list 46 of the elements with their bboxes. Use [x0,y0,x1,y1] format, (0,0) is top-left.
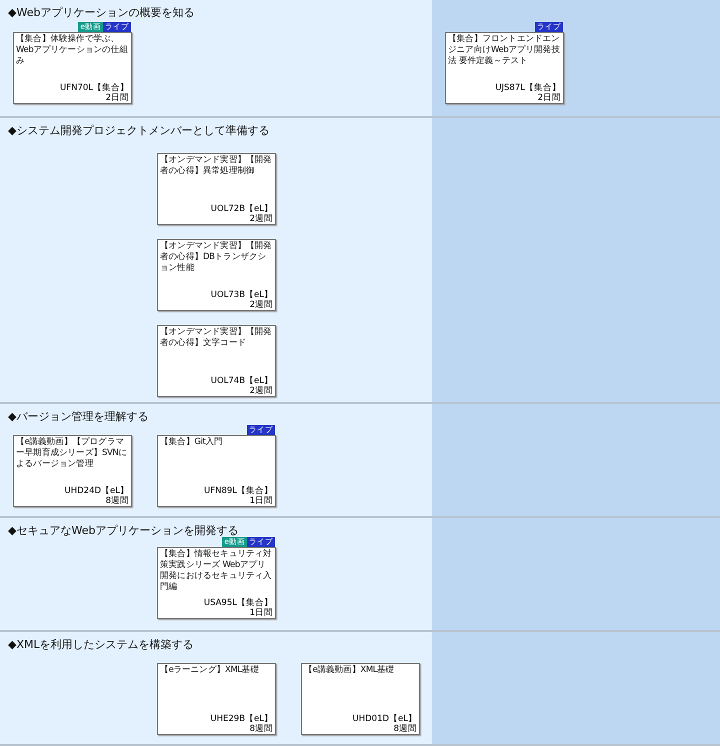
course-title: 【オンデマンド実習】【開発者の心得】文字コード [160,327,273,349]
course-title: 【オンデマンド実習】【開発者の心得】DBトランザクション性能 [160,241,273,274]
course-title: 【集合】フロントエンドエンジニア向けWebアプリ開発技法 要件定義～テスト [448,34,561,67]
course-title: 【集合】Git入門 [160,437,224,448]
course-code: UHE29B【eL】 [210,714,273,724]
course-code: UHD01D【eL】 [352,714,417,724]
course-code: USA95L【集合】 [204,598,273,608]
section-band [0,518,720,632]
section-band [0,404,720,518]
section-heading: ◆Webアプリケーションの概要を知る [8,5,194,20]
course-title: 【集合】情報セキュリティ対策実践シリーズ Webアプリ開発におけるセキュリティ入門編 [160,549,273,593]
course-duration: 2日間 [538,93,561,103]
course-code: UJS87L【集合】 [495,83,561,93]
course-code: UFN70L【集合】 [60,83,129,93]
course-card [157,153,276,225]
course-title: 【オンデマンド実習】【開発者の心得】異常処理制御 [160,155,273,177]
course-card [157,325,276,397]
section-band [0,632,720,746]
section-band [0,0,720,118]
course-duration: 2週間 [250,300,273,310]
course-duration: 1日間 [250,608,273,618]
course-title: 【eラーニング】XML基礎 [160,665,260,676]
section-heading: ◆セキュアなWebアプリケーションを開発する [8,523,238,538]
course-duration: 8週間 [106,496,129,506]
course-code: UOL72B【eL】 [210,204,273,214]
course-title: 【e講義動画】【プログラマー早期育成シリーズ】SVNによるバージョン管理 [16,437,128,470]
section-heading: ◆XMLを利用したシステムを構築する [8,637,194,652]
course-duration: 2週間 [250,386,273,396]
section-band [0,118,720,404]
course-code: UHD24D【eL】 [64,486,129,496]
course-card [157,663,276,735]
course-duration: 8週間 [250,724,273,734]
course-code: UFN89L【集合】 [204,486,273,496]
course-card [301,663,420,735]
section-heading: ◆バージョン管理を理解する [8,409,148,424]
course-duration: 2日間 [106,93,129,103]
course-duration: 2週間 [250,214,273,224]
course-duration: 8週間 [394,724,417,734]
course-card [157,239,276,311]
course-code: UOL74B【eL】 [210,376,273,386]
course-card [13,435,132,507]
course-code: UOL73B【eL】 [210,290,273,300]
course-title: 【e講義動画】XML基礎 [304,665,396,676]
course-title: 【集合】体験操作で学ぶ、Webアプリケーションの仕組み [16,34,129,67]
section-heading: ◆システム開発プロジェクトメンバーとして準備する [8,123,270,138]
course-duration: 1日間 [250,496,273,506]
